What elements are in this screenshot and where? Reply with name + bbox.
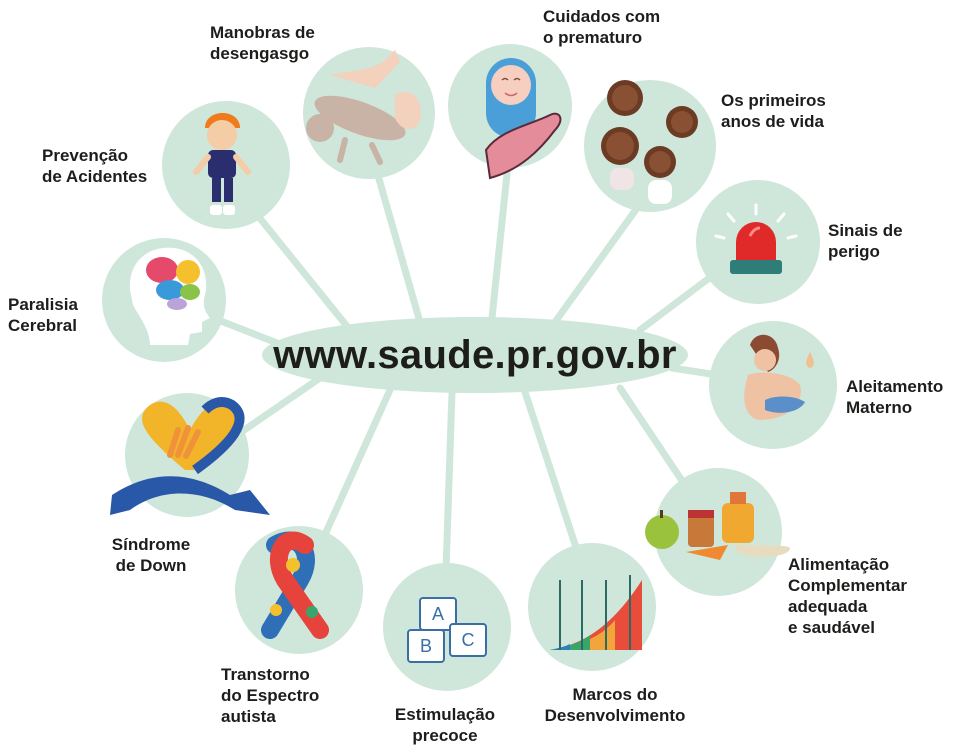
label-manobras: Manobras de desengasgo — [210, 22, 315, 64]
label-line: do Espectro — [221, 686, 320, 705]
babies-icon — [601, 80, 698, 204]
label-line: Alimentação — [788, 555, 890, 574]
label-line: perigo — [828, 242, 880, 261]
swaddled-baby-in-hand-icon — [484, 58, 562, 180]
label-prevencao: Prevenção de Acidentes — [42, 145, 147, 187]
label-line: Paralisia — [8, 295, 78, 314]
label-alimentacao: Alimentação Complementar adequada e saud… — [788, 554, 907, 638]
label-line: Complementar — [788, 576, 908, 595]
bubble-alimentacao — [654, 468, 782, 596]
label-line: Os primeiros — [721, 91, 826, 110]
label-marcos: Marcos do Desenvolvimento — [537, 684, 693, 726]
label-line: desengasgo — [210, 44, 310, 63]
label-primeiros: Os primeiros anos de vida — [721, 90, 826, 132]
svg-text:A: A — [432, 604, 444, 624]
autism-puzzle-ribbon-icon — [261, 531, 329, 639]
label-sinais: Sinais de perigo — [828, 220, 903, 262]
center-url-text: www.saude.pr.gov.br — [273, 332, 677, 377]
svg-text:C: C — [462, 630, 475, 650]
label-line: Cuidados com — [543, 7, 661, 26]
label-line: precoce — [412, 726, 478, 745]
label-estimulacao: Estimulação precoce — [388, 704, 502, 746]
connector-prematuro — [488, 141, 514, 322]
brain-head-icon — [129, 247, 210, 345]
label-prematuro: Cuidados com o prematuro — [543, 6, 660, 48]
connector-manobras — [371, 161, 424, 326]
label-line: Aleitamento — [846, 377, 944, 396]
label-line: anos de vida — [721, 112, 824, 131]
down-syndrome-ribbon-icon — [110, 397, 270, 515]
label-line: de Acidentes — [42, 167, 148, 186]
abc-blocks-letters: A B C — [420, 604, 475, 656]
svg-text:B: B — [420, 636, 432, 656]
label-line: Estimulação — [394, 705, 496, 724]
label-down: Síndrome de Down — [108, 534, 194, 576]
label-aleitamento: Aleitamento Materno — [846, 376, 943, 418]
breastfeeding-icon — [744, 334, 814, 420]
label-line: o prematuro — [543, 28, 643, 47]
baby-food-icon — [645, 492, 790, 560]
label-line: de Down — [115, 556, 187, 575]
child-with-helmet-icon — [193, 113, 251, 215]
growth-chart-icon — [550, 575, 642, 650]
center-ellipse — [262, 317, 688, 393]
label-line: Síndrome — [111, 535, 191, 554]
label-paralisia: Paralisia Cerebral — [8, 294, 78, 336]
label-line: e saudável — [788, 618, 875, 637]
label-line: Cerebral — [8, 316, 77, 335]
connector-primeiros — [551, 186, 654, 326]
label-tea: Transtorno do Espectro autista — [221, 664, 319, 727]
label-line: Manobras de — [210, 23, 315, 42]
label-line: Materno — [846, 398, 913, 417]
baby-back-blows-icon — [306, 50, 421, 165]
label-line: autista — [221, 707, 276, 726]
label-line: adequada — [788, 597, 868, 616]
label-line: Sinais de — [828, 221, 903, 240]
abc-blocks-icon — [407, 597, 487, 663]
label-line: Transtorno — [221, 665, 310, 684]
label-line: Prevenção — [42, 146, 128, 165]
label-line: Desenvolvimento — [544, 706, 686, 725]
siren-icon — [714, 203, 798, 274]
label-line: Marcos do — [572, 685, 658, 704]
